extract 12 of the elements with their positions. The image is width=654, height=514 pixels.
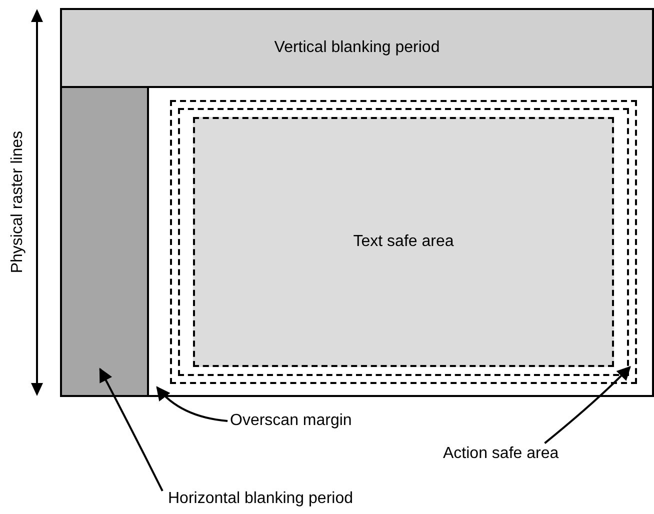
leader-line <box>156 386 228 422</box>
dimension-label: Physical raster lines <box>9 130 27 274</box>
callout-text: Action safe area <box>443 445 559 463</box>
leader-line <box>544 366 631 444</box>
leader-line <box>99 368 164 492</box>
blanking-bar <box>60 86 149 397</box>
blanking-band <box>60 8 654 88</box>
callout-text: Overscan margin <box>230 412 352 430</box>
area-label: Text safe area <box>353 233 454 251</box>
callout-text: Horizontal blanking period <box>168 490 353 508</box>
safe-area-box <box>193 117 614 367</box>
area-label: Vertical blanking period <box>274 39 440 57</box>
